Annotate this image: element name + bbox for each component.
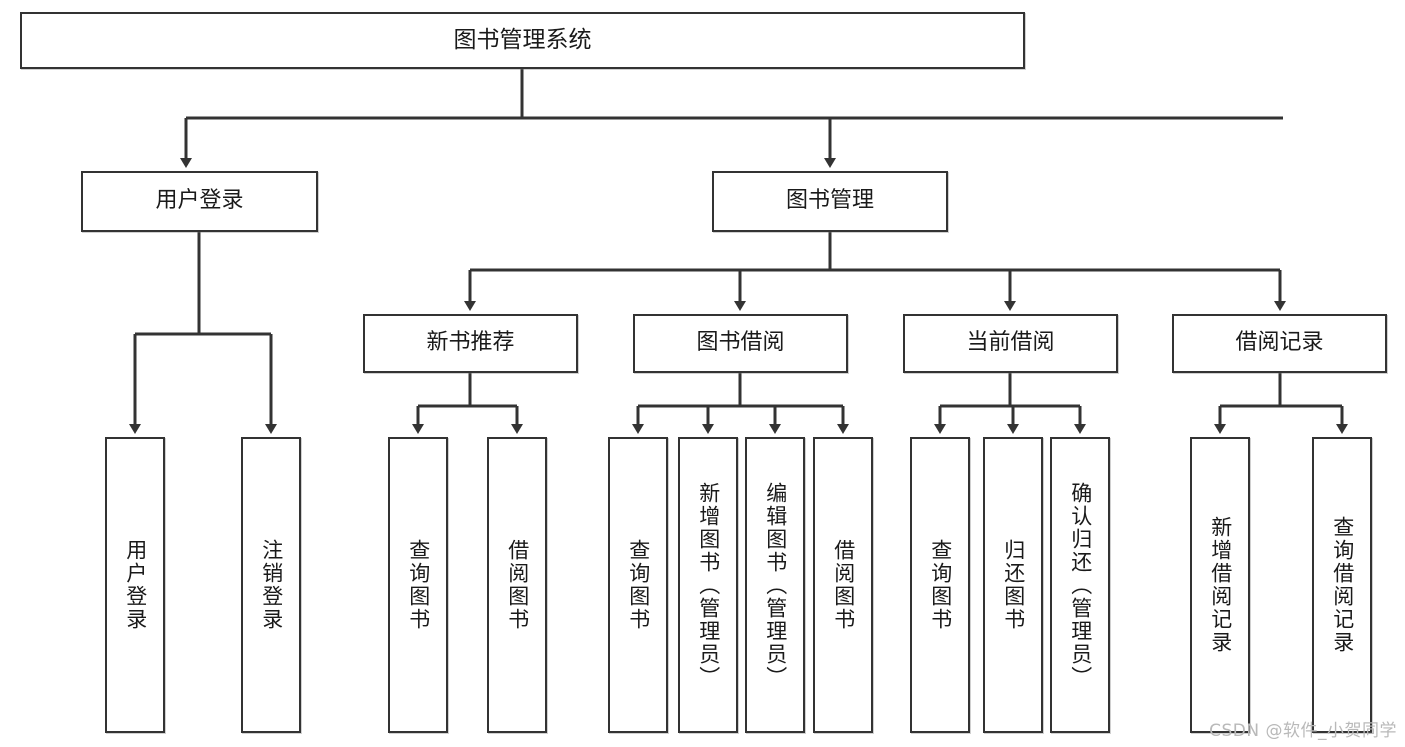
node-leaf-query-book-1-label: 查询图书 xyxy=(406,539,431,631)
node-user-login-label: 用户登录 xyxy=(155,188,244,214)
node-leaf-query-book-2-label: 查询图书 xyxy=(626,539,651,631)
edge-user-login-to-leaves xyxy=(129,232,277,434)
node-root[interactable]: 图书管理系统 xyxy=(20,12,1025,69)
edge-book-manage-to-tier3 xyxy=(464,232,1286,311)
node-new-book-rec[interactable]: 新书推荐 xyxy=(363,314,578,373)
node-leaf-borrow-book-1[interactable]: 借阅图书 xyxy=(487,437,547,733)
node-leaf-query-book-1[interactable]: 查询图书 xyxy=(388,437,448,733)
edge-root-to-tier2 xyxy=(180,69,1283,168)
node-leaf-add-book[interactable]: 新增图书（管理员） xyxy=(678,437,738,733)
node-leaf-borrow-book-2[interactable]: 借阅图书 xyxy=(813,437,873,733)
node-leaf-confirm-return-label: 确认归还（管理员） xyxy=(1068,481,1093,689)
node-leaf-query-book-2[interactable]: 查询图书 xyxy=(608,437,668,733)
node-leaf-return-book-label: 归还图书 xyxy=(1001,539,1026,631)
node-leaf-edit-book-label: 编辑图书（管理员） xyxy=(763,481,788,689)
edge-new-book-rec-to-leaves xyxy=(412,373,523,434)
node-current-borrow[interactable]: 当前借阅 xyxy=(903,314,1118,373)
node-book-manage-label: 图书管理 xyxy=(785,188,874,214)
node-leaf-borrow-book-2-label: 借阅图书 xyxy=(831,539,856,631)
node-book-borrow-label: 图书借阅 xyxy=(696,330,785,356)
node-current-borrow-label: 当前借阅 xyxy=(966,330,1055,356)
node-leaf-add-book-label: 新增图书（管理员） xyxy=(696,481,721,689)
node-leaf-return-book[interactable]: 归还图书 xyxy=(983,437,1043,733)
node-leaf-add-record[interactable]: 新增借阅记录 xyxy=(1190,437,1250,733)
edge-current-borrow-to-leaves xyxy=(934,373,1086,434)
node-leaf-user-login-label: 用户登录 xyxy=(123,539,148,631)
node-leaf-logout-label: 注销登录 xyxy=(259,539,284,631)
node-user-login[interactable]: 用户登录 xyxy=(81,171,318,232)
node-book-manage[interactable]: 图书管理 xyxy=(712,171,948,232)
node-leaf-query-book-3-label: 查询图书 xyxy=(928,539,953,631)
node-leaf-confirm-return[interactable]: 确认归还（管理员） xyxy=(1050,437,1110,733)
node-leaf-edit-book[interactable]: 编辑图书（管理员） xyxy=(745,437,805,733)
node-leaf-add-record-label: 新增借阅记录 xyxy=(1208,516,1233,654)
edge-borrow-record-to-leaves xyxy=(1214,373,1348,434)
node-borrow-record-label: 借阅记录 xyxy=(1235,330,1324,356)
node-root-label: 图书管理系统 xyxy=(453,26,592,53)
node-leaf-borrow-book-1-label: 借阅图书 xyxy=(505,539,530,631)
node-leaf-query-record-label: 查询借阅记录 xyxy=(1330,516,1355,654)
edge-book-borrow-to-leaves xyxy=(632,373,849,434)
node-new-book-rec-label: 新书推荐 xyxy=(426,330,515,356)
node-leaf-query-book-3[interactable]: 查询图书 xyxy=(910,437,970,733)
node-leaf-logout[interactable]: 注销登录 xyxy=(241,437,301,733)
node-borrow-record[interactable]: 借阅记录 xyxy=(1172,314,1387,373)
node-leaf-user-login[interactable]: 用户登录 xyxy=(105,437,165,733)
node-book-borrow[interactable]: 图书借阅 xyxy=(633,314,848,373)
node-leaf-query-record[interactable]: 查询借阅记录 xyxy=(1312,437,1372,733)
